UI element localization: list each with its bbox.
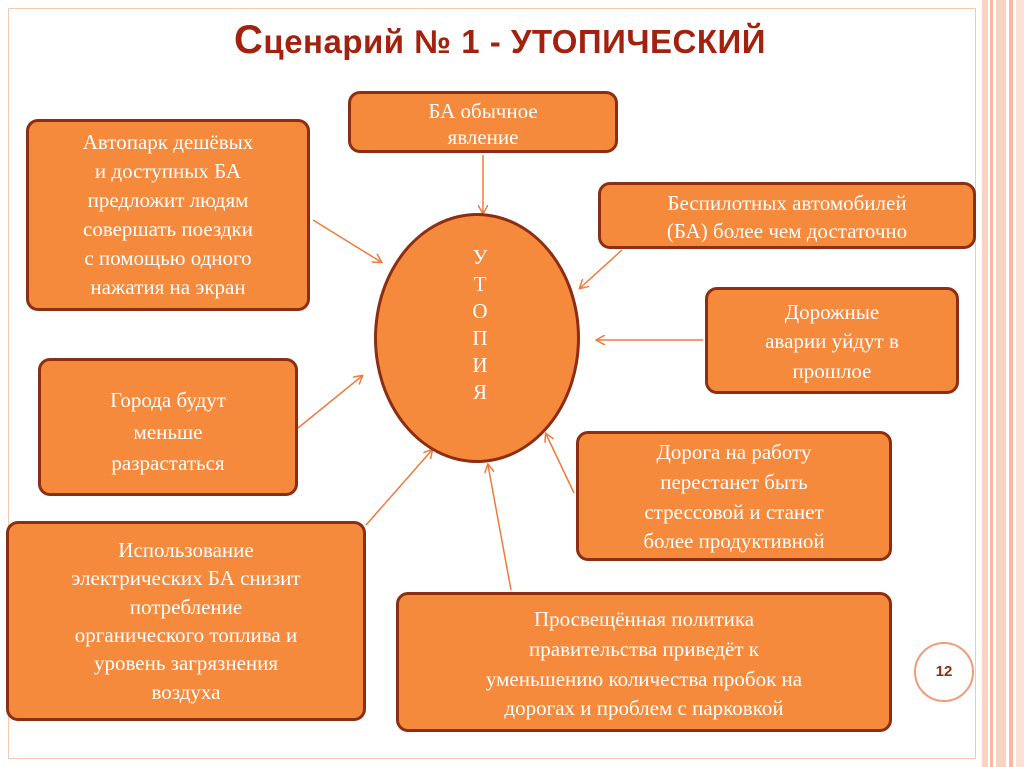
box-electric: Использование электрических БА снизит по… xyxy=(6,521,366,721)
box-line: дорогах и проблем с парковкой xyxy=(504,696,784,721)
box-line: Беспилотных автомобилей xyxy=(667,191,907,215)
title-initial: С xyxy=(234,18,264,62)
box-top: БА обычное явление xyxy=(348,91,618,153)
box-line: Использование xyxy=(118,538,254,562)
decorative-stripes xyxy=(982,0,1024,767)
title-text: ценарий № 1 - УТОПИЧЕСКИЙ xyxy=(263,23,766,60)
box-line: электрических БА снизит xyxy=(71,566,301,591)
box-line: с помощью одного xyxy=(84,245,252,270)
arrow-fleet xyxy=(312,219,381,262)
box-line: предложит людям xyxy=(87,187,249,212)
box-line: БА обычное xyxy=(428,99,538,123)
box-line: совершать поездки xyxy=(83,216,253,241)
box-commute: Дорога на работу перестанет быть стрессо… xyxy=(576,431,892,561)
center-letter: И xyxy=(472,353,488,377)
box-line: явление xyxy=(447,125,519,150)
box-accidents: Дорожные аварии уйдут в прошлое xyxy=(705,287,959,394)
center-label: У Т О П И Я xyxy=(468,244,492,406)
slide-frame xyxy=(8,8,976,759)
box-line: прошлое xyxy=(792,358,872,383)
center-letter: Я xyxy=(472,380,487,404)
center-letter: П xyxy=(472,326,488,350)
box-line: потребление xyxy=(129,594,243,619)
box-line: органического топлива и xyxy=(74,623,298,648)
page-number: 12 xyxy=(914,642,974,702)
box-line: уровень загрязнения xyxy=(93,651,279,676)
box-cities: Города будут меньше разрастаться xyxy=(38,358,298,496)
box-line: Просвещённая политика xyxy=(533,607,755,631)
box-fleet: Автопарк дешёвых и доступных БА предложи… xyxy=(26,119,310,311)
box-line: меньше xyxy=(133,419,203,444)
arrow-cities xyxy=(297,376,362,429)
center-circle xyxy=(374,213,580,463)
box-line: более продуктивной xyxy=(643,529,825,554)
box-line: стрессовой и станет xyxy=(644,499,824,524)
box-line: разрастаться xyxy=(111,451,225,475)
center-letter: О xyxy=(472,299,488,323)
slide-title: Сценарий № 1 - УТОПИЧЕСКИЙ xyxy=(0,18,1000,63)
box-line: Города будут xyxy=(110,388,226,412)
box-drones: Беспилотных автомобилей (БА) более чем д… xyxy=(598,182,976,249)
box-line: и доступных БА xyxy=(94,158,242,183)
box-line: уменьшению количества пробок на xyxy=(485,666,803,691)
arrow-drones xyxy=(580,249,623,288)
box-line: аварии уйдут в xyxy=(765,329,899,354)
box-policy: Просвещённая политика правительства прив… xyxy=(396,592,892,732)
box-line: Автопарк дешёвых xyxy=(82,130,254,154)
center-letter: Т xyxy=(473,272,487,296)
box-line: (БА) более чем достаточно xyxy=(666,219,908,244)
box-line: правительства приведёт к xyxy=(529,636,759,661)
box-line: перестанет быть xyxy=(660,469,808,494)
arrow-electric xyxy=(365,450,432,526)
box-line: нажатия на экран xyxy=(90,274,246,299)
box-line: Дорожные xyxy=(784,300,880,324)
box-line: Дорога на работу xyxy=(656,440,812,464)
box-line: воздуха xyxy=(151,679,221,704)
center-letter: У xyxy=(472,245,488,269)
arrow-policy xyxy=(488,465,512,591)
arrow-commute xyxy=(546,434,575,494)
